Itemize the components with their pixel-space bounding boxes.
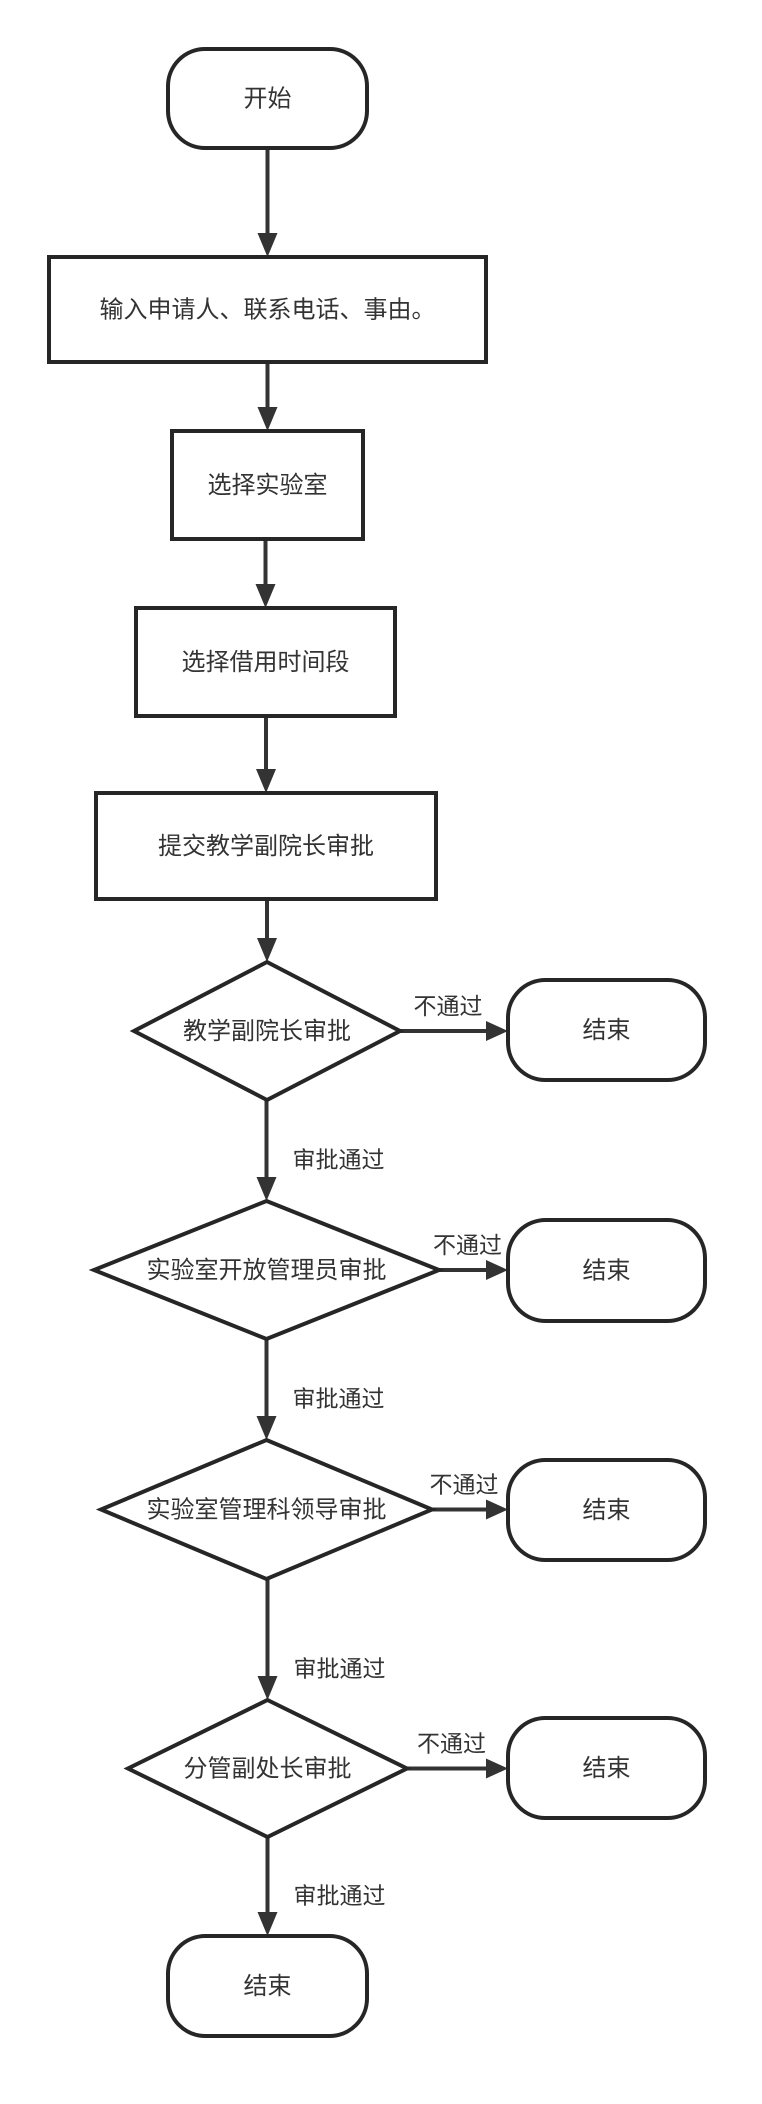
node-label: 结束 (583, 1496, 631, 1524)
terminal-shape (166, 1934, 369, 2038)
edge-label: 审批通过 (294, 1884, 386, 1910)
edge-submit-to-d1 (257, 899, 277, 962)
arrowhead-icon (257, 1676, 278, 1700)
edge-select-lab-to-select-time (255, 539, 276, 608)
terminal-shape (166, 47, 369, 150)
node-label: 结束 (244, 1972, 292, 2000)
edge-start-to-input (257, 148, 278, 257)
node-d2: 实验室开放管理员审批 (88, 1198, 445, 1342)
decision-diamond (95, 1437, 438, 1582)
node-label: 选择借用时间段 (182, 648, 350, 676)
node-submit: 提交教学副院长审批 (94, 791, 438, 901)
decision-diamond (129, 959, 405, 1103)
node-select-lab: 选择实验室 (170, 429, 365, 541)
edge-d2-to-d3: 审批通过 (256, 1339, 385, 1440)
decision-diamond (123, 1697, 412, 1840)
arrowhead-icon (256, 769, 276, 793)
arrowhead-icon (257, 233, 278, 257)
node-input: 输入申请人、联系电话、事由。 (47, 255, 488, 364)
arrowhead-icon (486, 1260, 508, 1280)
node-label: 实验室开放管理员审批 (147, 1256, 387, 1284)
arrowhead-icon (486, 1499, 508, 1520)
edge-label: 审批通过 (293, 1148, 385, 1174)
arrowhead-icon (255, 584, 276, 608)
arrowhead-icon (257, 1912, 278, 1936)
terminal-shape (506, 1716, 707, 1820)
node-label: 提交教学副院长审批 (158, 832, 374, 860)
edge-d1-to-end1: 不通过 (400, 994, 508, 1041)
node-label: 开始 (244, 85, 292, 113)
process-box (94, 791, 438, 901)
arrowhead-icon (256, 1416, 277, 1440)
edge-d4-to-end4: 不通过 (407, 1732, 508, 1779)
node-end-final: 结束 (166, 1934, 369, 2038)
edge-label: 审批通过 (293, 1387, 385, 1413)
arrowhead-icon (257, 938, 277, 962)
node-end3: 结束 (506, 1458, 707, 1562)
decision-diamond (88, 1198, 445, 1342)
node-label: 分管副处长审批 (184, 1755, 352, 1783)
process-box (134, 606, 397, 718)
terminal-shape (506, 1458, 707, 1562)
edge-d1-to-d2: 审批通过 (256, 1100, 385, 1201)
node-label: 结束 (583, 1016, 631, 1044)
edge-input-to-select-lab (257, 362, 278, 431)
process-box (47, 255, 488, 364)
node-end1: 结束 (506, 978, 707, 1082)
node-end4: 结束 (506, 1716, 707, 1820)
edge-label: 不通过 (414, 994, 483, 1020)
edge-label: 不通过 (433, 1233, 502, 1259)
arrowhead-icon (257, 407, 278, 431)
arrowhead-icon (256, 1177, 277, 1201)
arrowhead-icon (486, 1758, 508, 1779)
node-start: 开始 (166, 47, 369, 150)
node-label: 选择实验室 (208, 471, 328, 499)
node-d1: 教学副院长审批 (129, 959, 405, 1103)
terminal-shape (506, 1218, 707, 1323)
process-box (170, 429, 365, 541)
edge-label: 审批通过 (294, 1657, 386, 1683)
terminal-shape (506, 978, 707, 1082)
node-end2: 结束 (506, 1218, 707, 1323)
edge-select-time-to-submit (256, 716, 276, 793)
node-label: 实验室管理科领导审批 (147, 1496, 387, 1524)
node-label: 结束 (583, 1257, 631, 1285)
node-select-time: 选择借用时间段 (134, 606, 397, 718)
edge-d4-to-end-final: 审批通过 (257, 1837, 386, 1936)
node-d3: 实验室管理科领导审批 (95, 1437, 438, 1582)
node-label: 教学副院长审批 (183, 1017, 351, 1045)
node-label: 结束 (583, 1754, 631, 1782)
node-d4: 分管副处长审批 (123, 1697, 412, 1840)
edge-d2-to-end2: 不通过 (433, 1233, 508, 1280)
edge-d3-to-d4: 审批通过 (257, 1579, 386, 1700)
node-label: 输入申请人、联系电话、事由。 (100, 296, 436, 324)
edge-label: 不通过 (417, 1732, 486, 1758)
edge-d3-to-end3: 不通过 (430, 1473, 508, 1520)
edge-label: 不通过 (430, 1473, 499, 1499)
arrowhead-icon (486, 1021, 508, 1041)
